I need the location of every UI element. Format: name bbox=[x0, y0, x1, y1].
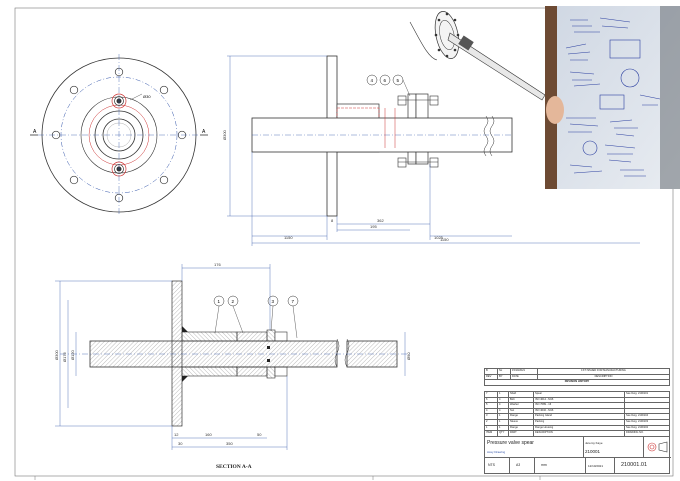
title-cell: Pressure valve spear Assy Drawing bbox=[485, 437, 584, 458]
rev-header: DESCRIPTION bbox=[537, 373, 670, 381]
part-dwg bbox=[624, 396, 670, 404]
info-cell: Jeremy Kaye 210001 bbox=[583, 437, 644, 458]
section-marker-right: A bbox=[202, 129, 206, 135]
sec-dim-small1: 12 bbox=[174, 432, 179, 437]
front-dim-d1: Ø30 bbox=[143, 94, 151, 99]
title-block: Pressure valve spear Assy Drawing Jeremy… bbox=[484, 436, 671, 474]
sec-dim-dia-right: Ø90 bbox=[406, 352, 411, 360]
rev-cell: 1ST ISSUED FOR MANUFACTURING bbox=[537, 368, 670, 375]
drawing-subtitle: Assy Drawing bbox=[487, 450, 506, 454]
drawing-title: Pressure valve spear bbox=[487, 440, 534, 446]
dim-small: 8 bbox=[331, 218, 334, 223]
part-dwg: See Dwg. 2100102 bbox=[624, 424, 670, 432]
balloons-section: 1 2 3 7 bbox=[213, 295, 299, 339]
projection-symbol bbox=[643, 437, 671, 458]
dim-mid2: 195 bbox=[370, 224, 377, 229]
section-label: SECTION A-A bbox=[216, 464, 252, 470]
section-view: 1 2 3 7 bbox=[54, 262, 411, 470]
balloon-3: 3 bbox=[272, 299, 275, 304]
isometric-view bbox=[409, 11, 546, 101]
balloon-7: 7 bbox=[292, 299, 295, 304]
sheet-number: 210001.01 bbox=[621, 462, 647, 468]
sec-dim-top: 176 bbox=[214, 262, 221, 267]
part-header: DRAWING NO. bbox=[624, 430, 670, 437]
dim-mid1: 362 bbox=[377, 218, 384, 223]
drawing-number-small: 210001 bbox=[585, 449, 601, 454]
dim-left: 1150 bbox=[284, 235, 293, 240]
dim-right: 1025 bbox=[434, 235, 444, 240]
part-dwg: See Dwg. 2100103 bbox=[624, 419, 670, 426]
revision-row: B Nc 15/10/2021 1ST ISSUED FOR MANUFACTU… bbox=[484, 368, 670, 375]
sec-dim-mid2: 50 bbox=[257, 432, 262, 437]
part-dwg bbox=[624, 407, 670, 415]
notes-photo bbox=[545, 6, 680, 189]
revision-table: B Nc 15/10/2021 1ST ISSUED FOR MANUFACTU… bbox=[484, 368, 670, 386]
balloon-1: 1 bbox=[218, 299, 221, 304]
drawn-by: Jeremy Kaye bbox=[585, 441, 603, 445]
side-view: 4 6 5 1150 1150 362 195 1025 8 Ø300 bbox=[222, 55, 640, 246]
sec-dim-small2: 30 bbox=[178, 441, 183, 446]
units: mm bbox=[541, 463, 547, 467]
revision-header-row: REV BY DATE DESCRIPTION bbox=[484, 373, 670, 381]
sec-dim-dia3: Ø120 bbox=[70, 349, 75, 360]
revision-history-title: REVISION HISTORY bbox=[484, 379, 670, 386]
balloon-6: 6 bbox=[384, 78, 387, 83]
sec-dim-dia1: Ø300 bbox=[54, 349, 59, 360]
part-dwg: See Dwg. 2100101 bbox=[624, 391, 670, 398]
balloon-5: 5 bbox=[397, 78, 400, 83]
part-dwg bbox=[624, 402, 670, 409]
sec-dim-mid1: 160 bbox=[205, 432, 212, 437]
sheet-border bbox=[14, 7, 674, 477]
sec-dim-dia2: Ø176 bbox=[62, 351, 67, 362]
section-marker-left: A bbox=[33, 129, 37, 135]
dim-dia-left: Ø300 bbox=[222, 129, 227, 140]
front-view: Ø30 A A bbox=[30, 54, 208, 216]
part-dwg: See Dwg. 2100104 bbox=[624, 413, 670, 420]
dim-total: 1150 bbox=[440, 237, 449, 242]
balloons-top: 4 6 5 bbox=[366, 74, 411, 97]
sheet-size: A3 bbox=[516, 463, 521, 467]
drawing-date: 12/10/2021 bbox=[588, 464, 604, 468]
title-bottom-row: NTS A3 mm 12/10/2021 210001.01 bbox=[485, 457, 671, 474]
scale: NTS bbox=[488, 463, 495, 467]
balloon-4: 4 bbox=[371, 78, 374, 83]
balloon-2: 2 bbox=[232, 299, 235, 304]
sec-dim-bottom: 350 bbox=[226, 441, 233, 446]
projection-icon bbox=[647, 441, 668, 453]
